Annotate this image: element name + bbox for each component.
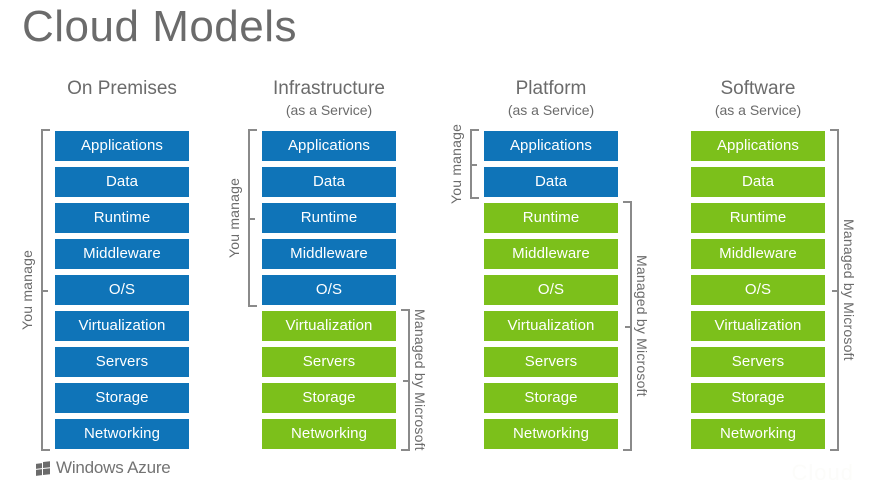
layer-box[interactable]: Runtime	[484, 203, 618, 233]
bracket-platform-0	[470, 129, 479, 199]
page-title: Cloud Models	[22, 2, 298, 51]
azure-brand-name: Windows Azure	[56, 458, 171, 477]
column-heading-main: Platform	[515, 78, 587, 99]
layer-box[interactable]: Storage	[484, 383, 618, 413]
layer-box[interactable]: Networking	[484, 419, 618, 449]
layer-box[interactable]: Virtualization	[55, 311, 189, 341]
layer-box[interactable]: Runtime	[691, 203, 825, 233]
azure-brand-logo: Windows Azure	[36, 458, 171, 478]
layer-box[interactable]: Storage	[262, 383, 396, 413]
column-heading-sub: (as a Service)	[285, 102, 373, 118]
bracket-label-platform-1: Managed by Microsoft	[634, 255, 650, 397]
column-heading-on-premises: On Premises	[55, 78, 189, 100]
layer-box[interactable]: Networking	[55, 419, 189, 449]
layer-box[interactable]: Data	[55, 167, 189, 197]
column-heading-software: Software (as a Service)	[691, 78, 825, 119]
layer-box[interactable]: Applications	[691, 131, 825, 161]
column-heading-sub: (as a Service)	[507, 102, 595, 118]
layer-box[interactable]: Networking	[691, 419, 825, 449]
bracket-tick	[471, 164, 477, 166]
layer-box[interactable]: Middleware	[262, 239, 396, 269]
bracket-label-infrastructure-1: Managed by Microsoft	[412, 309, 428, 451]
layer-box[interactable]: Storage	[691, 383, 825, 413]
layer-box[interactable]: Runtime	[262, 203, 396, 233]
column-heading-main: Software	[720, 78, 796, 99]
bracket-tick	[403, 380, 409, 382]
layer-box[interactable]: Runtime	[55, 203, 189, 233]
bracket-platform-1	[623, 201, 632, 451]
bracket-tick	[42, 290, 48, 292]
bracket-label-software-0: Managed by Microsoft	[841, 219, 857, 361]
layer-box[interactable]: Networking	[262, 419, 396, 449]
layer-box[interactable]: Middleware	[484, 239, 618, 269]
layer-box[interactable]: Virtualization	[691, 311, 825, 341]
windows-flag-icon	[36, 460, 51, 476]
bracket-tick	[249, 218, 255, 220]
bracket-on-premises-0	[41, 129, 50, 451]
layer-box[interactable]: Storage	[55, 383, 189, 413]
layer-box[interactable]: Middleware	[55, 239, 189, 269]
column-heading-sub: (as a Service)	[714, 102, 802, 118]
layer-box[interactable]: O/S	[262, 275, 396, 305]
bracket-label-infrastructure-0: You manage	[226, 177, 242, 259]
layer-box[interactable]: O/S	[691, 275, 825, 305]
bracket-tick	[625, 326, 631, 328]
layer-box[interactable]: Servers	[484, 347, 618, 377]
bracket-label-on-premises-0: You manage	[19, 249, 35, 331]
bracket-infrastructure-1	[401, 309, 410, 451]
bracket-tick	[832, 290, 838, 292]
bracket-infrastructure-0	[248, 129, 257, 307]
layer-box[interactable]: Servers	[262, 347, 396, 377]
layer-box[interactable]: Servers	[691, 347, 825, 377]
layer-box[interactable]: Data	[262, 167, 396, 197]
bracket-label-platform-0: You manage	[448, 123, 464, 205]
layer-box[interactable]: O/S	[484, 275, 618, 305]
column-heading-main: On Premises	[67, 78, 177, 99]
layer-box[interactable]: Servers	[55, 347, 189, 377]
layer-box[interactable]: Middleware	[691, 239, 825, 269]
layer-box[interactable]: Virtualization	[262, 311, 396, 341]
column-heading-infrastructure: Infrastructure (as a Service)	[262, 78, 396, 119]
layer-box[interactable]: Data	[484, 167, 618, 197]
watermark: Cloud	[791, 460, 854, 485]
layer-box[interactable]: Applications	[484, 131, 618, 161]
layer-box[interactable]: O/S	[55, 275, 189, 305]
layer-box[interactable]: Applications	[262, 131, 396, 161]
layer-box[interactable]: Data	[691, 167, 825, 197]
layer-box[interactable]: Virtualization	[484, 311, 618, 341]
layer-box[interactable]: Applications	[55, 131, 189, 161]
column-heading-platform: Platform (as a Service)	[484, 78, 618, 119]
column-heading-main: Infrastructure	[273, 78, 385, 99]
bracket-software-0	[830, 129, 839, 451]
